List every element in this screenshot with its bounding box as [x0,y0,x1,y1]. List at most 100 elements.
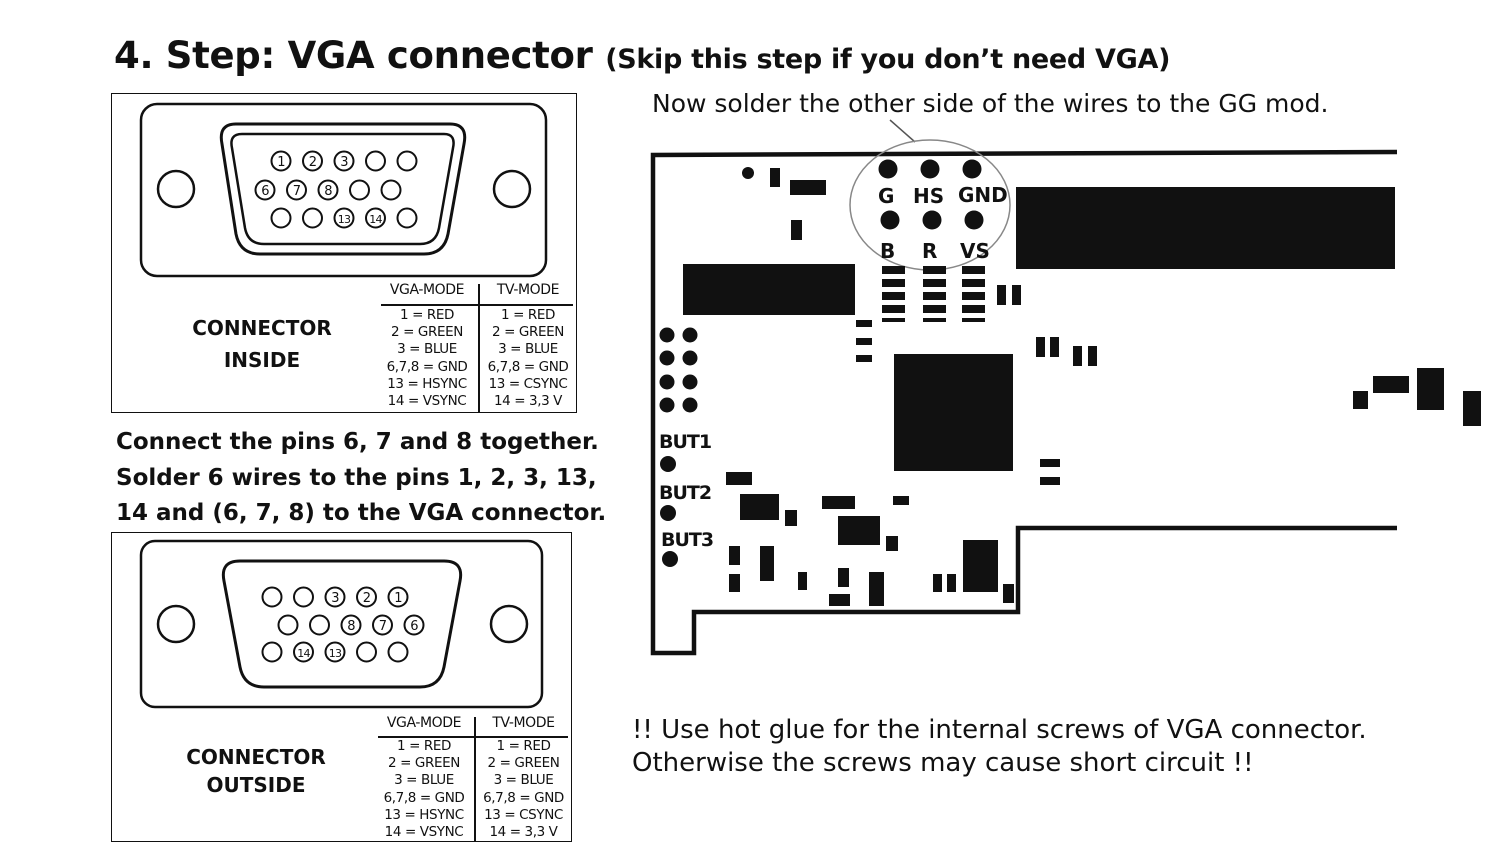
pad-r [922,210,942,230]
solder-note: Now solder the other side of the wires t… [652,89,1329,118]
tv-row: 13 = CSYNC [488,375,568,392]
pad-hs [920,159,940,179]
chip-center [894,354,1013,471]
table-divider-vertical [478,284,480,412]
vga-row: 13 = HSYNC [384,806,464,823]
pin-socket [403,614,425,636]
button-pad-but1 [660,456,676,472]
chip-left [683,264,855,315]
vga-row: 14 = VSYNC [387,393,467,410]
connector-inside-label-line1: CONNECTOR [192,316,332,340]
pin-number: 7 [379,619,387,634]
resistor-stack [882,266,985,322]
smd-parts-middle [856,285,1097,485]
instructions-line3: 14 and (6, 7, 8) to the VGA connector. [116,500,607,526]
connector-outside-d-sub [221,559,463,689]
warning-line1: !! Use hot glue for the internal screws … [632,715,1367,745]
pin-number: 14 [297,647,310,660]
button-label-but2: BUT2 [659,482,711,504]
title-main: 4. Step: VGA connector [114,34,593,77]
pcb-outline [650,149,1398,656]
pin-number: 6 [410,619,418,634]
pin-number: 6 [261,184,269,199]
pin-socket [261,641,283,663]
pin-socket [396,207,418,229]
vga-mode-header: VGA-MODE [386,715,462,731]
pin-socket [254,179,276,201]
pin-socket [286,179,307,201]
smd-parts-lower [726,472,1014,606]
connector-outside-label-line2: OUTSIDE [206,773,306,797]
smd-parts-right [1353,368,1481,426]
vga-row: 6,7,8 = GND [386,358,468,375]
hot-glue-warning: !! Use hot glue for the internal screws … [632,714,1367,780]
table-divider-horizontal [378,736,568,738]
vga-row: 2 = GREEN [391,324,463,341]
tv-row: 6,7,8 = GND [487,358,569,375]
tv-mode-values: 1 = RED 2 = GREEN 3 = BLUE 6,7,8 = GND 1… [480,307,576,410]
pin-number: 13 [329,647,342,660]
connector-inside-label-line2: INSIDE [223,348,301,372]
pin-socket [365,150,386,172]
connector-inside-label: CONNECTOR INSIDE [174,312,350,376]
connector-outside-shell [139,539,544,709]
vga-row: 13 = HSYNC [387,375,467,392]
tv-row: 1 = RED [501,307,555,323]
tv-row: 2 = GREEN [487,755,560,772]
pin-socket [309,614,330,636]
tv-row: 1 = RED [496,738,551,754]
tv-mode-header: TV-MODE [492,715,555,731]
tv-row: 6,7,8 = GND [483,789,564,806]
vga-mode-values: 1 = RED 2 = GREEN 3 = BLUE 6,7,8 = GND 1… [374,738,474,841]
screw-hole-right [489,604,529,644]
pin-number: 7 [293,184,301,199]
pin-socket [261,586,283,608]
pin-socket [270,150,292,172]
tv-mode-header: TV-MODE [496,282,560,298]
vga-pad-highlight [849,139,1011,271]
pin-socket [293,586,314,608]
pad-vs [964,210,984,230]
pin-socket [356,586,377,608]
pin-socket [333,150,355,172]
pad-label-r: R [922,239,937,263]
button-label-but3: BUT3 [661,529,713,551]
connector-outside-label: CONNECTOR OUTSIDE [168,743,344,799]
connector-outside-label-line1: CONNECTOR [186,745,326,769]
pad-b [880,210,900,230]
smd-part [790,180,826,195]
button-pad-but3 [662,551,678,567]
connector-inside-d-sub-inner [230,132,455,246]
pin-number: 2 [363,591,370,606]
pin-number: 1 [277,155,285,170]
pin-socket [333,207,355,229]
pin-number: 2 [309,155,316,170]
smd-part [791,220,802,240]
pin-socket [372,614,393,636]
pad-label-g: G [878,184,894,208]
table-divider-vertical [474,717,476,841]
pin-socket [277,614,299,636]
title-subtitle: (Skip this step if you don’t need VGA) [605,44,1171,75]
connector-inside-d-sub-outer [219,122,467,256]
pin-socket [302,207,323,229]
connector-outside-pin-table: VGA-MODE TV-MODE 1 = RED 2 = GREEN 3 = B… [374,715,572,841]
pad-label-b: B [880,239,895,263]
vga-row: 1 = RED [397,738,451,754]
connector-inside-shell [139,102,548,278]
pin-socket [340,614,362,636]
pin-socket [396,150,418,172]
pin-socket [387,641,409,663]
pad-g [878,159,898,179]
pin-number: 3 [331,591,339,606]
pin-socket [302,150,323,172]
pin-socket [317,179,339,201]
warning-line2: Otherwise the screws may cause short cir… [632,748,1254,778]
table-divider-horizontal [381,304,573,306]
vga-mode-header: VGA-MODE [389,282,465,298]
pin-socket [380,179,402,201]
pin-number: 8 [324,184,332,199]
tv-row: 14 = 3,3 V [493,393,563,410]
